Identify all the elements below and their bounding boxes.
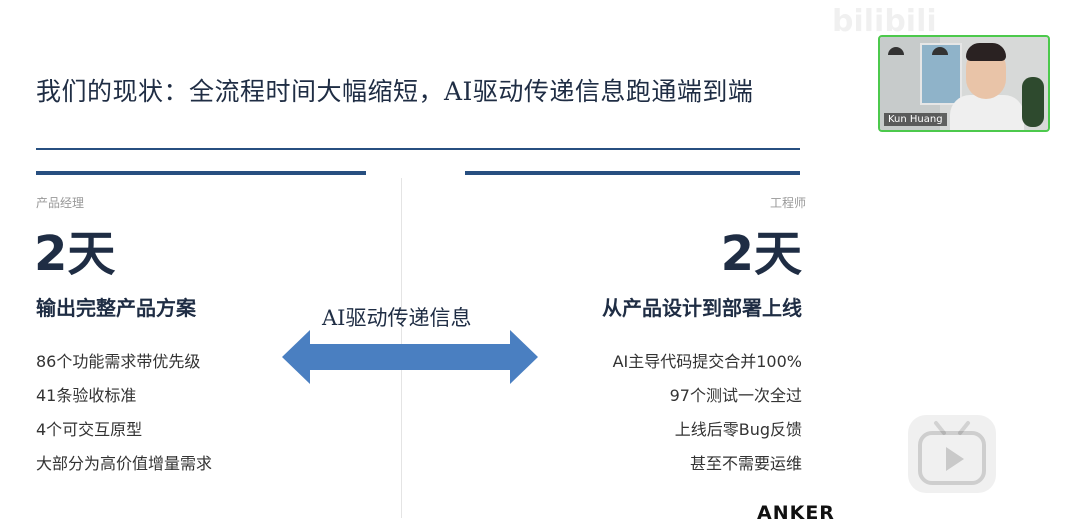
participant-name: Kun Huang — [884, 113, 947, 126]
list-item: 86个功能需求带优先级 — [36, 352, 201, 371]
person-hair — [966, 43, 1006, 61]
double-arrow-icon — [282, 330, 538, 384]
left-duration: 2天 — [34, 226, 116, 282]
list-item: AI主导代码提交合并100% — [612, 352, 802, 371]
left-headline: 输出完整产品方案 — [36, 296, 196, 320]
list-item: 41条验收标准 — [36, 386, 137, 405]
left-list: 86个功能需求带优先级 41条验收标准 4个可交互原型 大部分为高价值增量需求 — [36, 350, 212, 486]
lamp-icon — [888, 47, 904, 55]
play-button[interactable] — [908, 415, 996, 493]
right-headline: 从产品设计到部署上线 — [602, 296, 802, 320]
list-item: 大部分为高价值增量需求 — [36, 454, 213, 473]
right-role: 工程师 — [769, 196, 806, 210]
left-rule — [36, 171, 366, 175]
anker-logo: ANKER — [757, 502, 835, 524]
lamp-icon — [932, 47, 948, 55]
list-item: 97个测试一次全过 — [669, 386, 802, 405]
left-role: 产品经理 — [36, 196, 85, 210]
play-icon — [918, 421, 986, 485]
right-rule — [465, 171, 800, 175]
list-item: 甚至不需要运维 — [689, 454, 802, 473]
person-body — [950, 95, 1024, 130]
title-rule — [36, 148, 800, 150]
slide-title: 我们的现状：全流程时间大幅缩短，AI驱动传递信息跑通端到端 — [36, 77, 754, 106]
list-item: 4个可交互原型 — [36, 420, 143, 439]
bilibili-watermark: bilibili — [832, 4, 937, 39]
plant — [1022, 77, 1044, 127]
right-duration: 2天 — [720, 226, 802, 282]
list-item: 上线后零Bug反馈 — [674, 420, 802, 439]
arrow-label: AI驱动传递信息 — [322, 306, 472, 330]
right-list: AI主导代码提交合并100% 97个测试一次全过 上线后零Bug反馈 甚至不需要… — [613, 350, 802, 486]
participant-video[interactable]: Kun Huang — [878, 35, 1050, 132]
